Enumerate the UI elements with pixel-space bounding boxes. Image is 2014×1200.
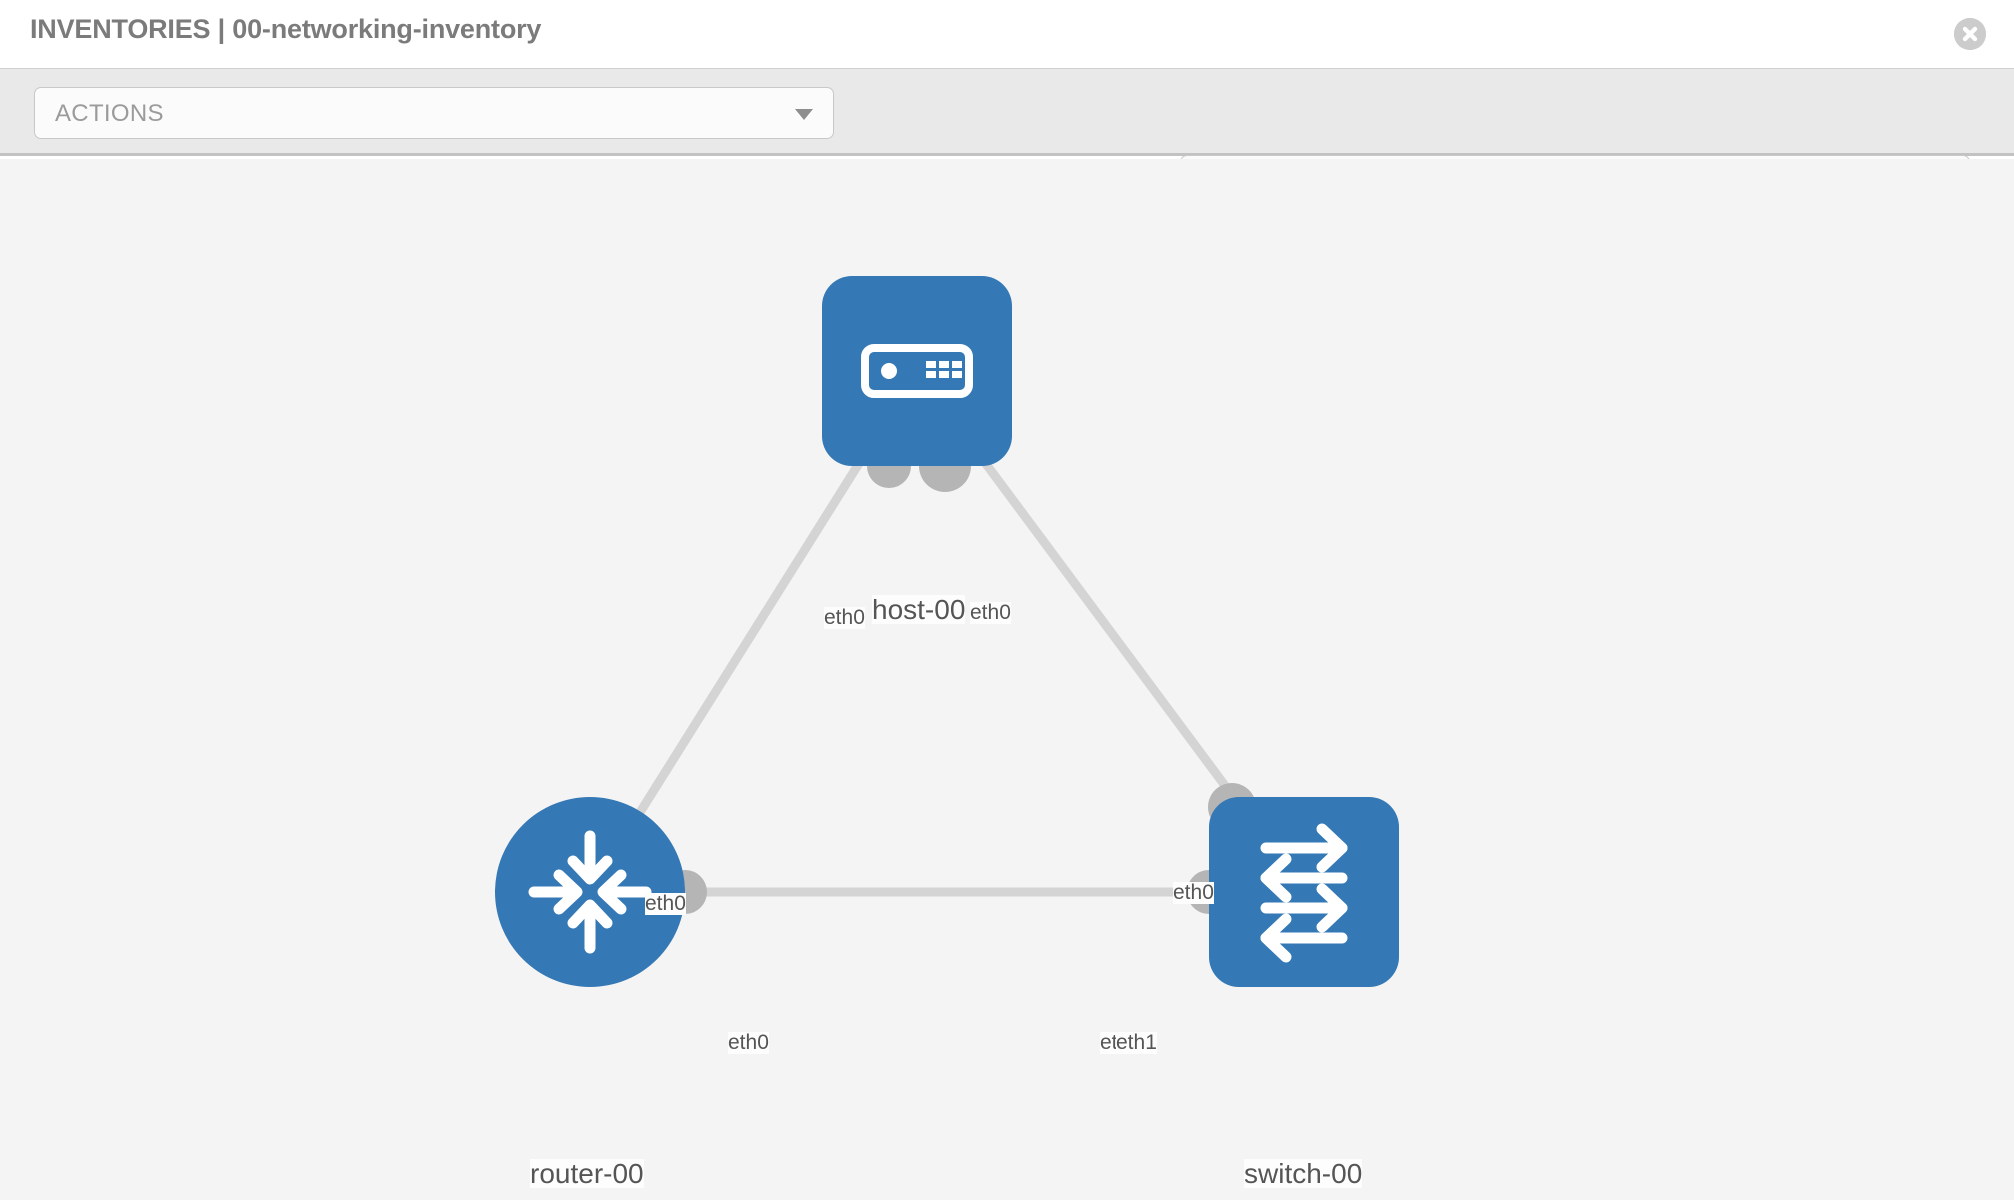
topology-node-router-00[interactable] [495,797,685,987]
port-label: eth0 [824,606,865,630]
topology-canvas[interactable]: host-00 router-00 switch-00 eth0 eth0 eth0 eth… [0,159,2014,1200]
topology-graph [495,276,1399,987]
close-icon[interactable] [1954,18,1986,50]
actions-dropdown-label: ACTIONS [55,100,164,127]
node-label: host-00 [872,594,966,625]
port-label: eth0 [970,601,1011,625]
topology-node-host-00[interactable] [822,276,1012,466]
arrow-head [567,899,613,929]
port-label: eth1 [1116,1031,1157,1055]
server-body [861,344,973,398]
node-shape [1209,797,1399,987]
switch-arrow [1260,913,1348,963]
topology-node-switch-00[interactable] [1209,797,1399,987]
node-shape [822,276,1012,466]
port-label: eth0 [728,1031,769,1055]
arrow-head [553,869,583,915]
router-arrow [567,899,613,954]
arrow-head [1316,883,1348,933]
chevron-down-icon [795,109,813,120]
arrow-head [1260,913,1292,963]
server-vent [926,371,936,378]
router-arrows-icon [528,830,652,954]
arrow-head [1260,853,1292,903]
switch-arrow [1260,883,1348,933]
port-label: eth0 [645,892,686,916]
port-label: eth0 [1173,881,1214,905]
nodes-layer [495,276,1399,987]
toolbar: ACTIONS SEARCH [0,68,2014,207]
server-vent [939,371,949,378]
switch-arrow [1260,823,1348,873]
arrow-head [1316,823,1348,873]
router-arrow [597,869,652,915]
node-shape [495,797,685,987]
router-arrow [528,869,583,915]
node-label: router-00 [530,1158,644,1189]
server-vent [926,361,936,368]
actions-dropdown[interactable]: ACTIONS [34,87,834,139]
server-vent [952,361,962,368]
page-header: INVENTORIES | 00-networking-inventory [0,0,2014,68]
page-title: INVENTORIES | 00-networking-inventory [30,14,542,44]
switch-arrows-icon [1260,823,1348,963]
server-vent [939,361,949,368]
arrow-head [567,855,613,885]
ports-layer [663,440,1256,914]
node-label: switch-00 [1244,1158,1363,1189]
server-vent [952,371,962,378]
switch-arrow [1260,853,1348,903]
server-led [881,363,897,379]
arrow-head [597,869,627,915]
server-icon [861,344,973,398]
router-arrow [567,830,613,885]
